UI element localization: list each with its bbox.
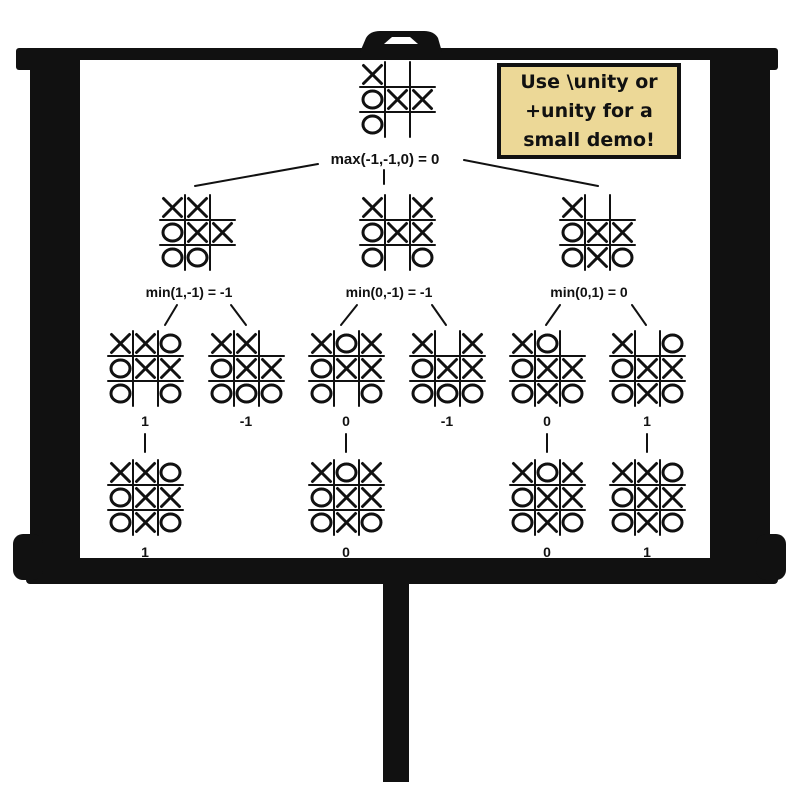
final-value-3: 0 (543, 544, 551, 560)
level1-board-2 (359, 194, 436, 271)
level1-board-3 (559, 194, 636, 271)
min-eval-label-2: min(0,-1) = -1 (346, 284, 433, 300)
demo-note: Use \unity or +unity for a small demo! (497, 63, 681, 159)
note-line-1: Use \unity or (520, 70, 658, 93)
level3-board-1 (107, 459, 184, 536)
edge-l1-l2-1 (164, 304, 178, 326)
level2-board-5 (509, 330, 586, 407)
root-board (359, 61, 436, 138)
edge-l1-l2-3 (340, 304, 358, 326)
edge-l1-l2-2 (230, 304, 247, 326)
note-line-3: small demo! (523, 128, 655, 151)
leaf-value-3: 0 (342, 413, 350, 429)
level3-board-2 (308, 459, 385, 536)
screen-handle-slot (384, 37, 418, 44)
level3-board-3 (509, 459, 586, 536)
level2-board-6 (609, 330, 686, 407)
leaf-value-5: 0 (543, 413, 551, 429)
leaf-value-4: -1 (441, 413, 454, 429)
final-value-2: 0 (342, 544, 350, 560)
leaf-value-2: -1 (240, 413, 253, 429)
level2-board-2 (208, 330, 285, 407)
root-eval-label: max(-1,-1,0) = 0 (331, 151, 440, 168)
min-eval-label-3: min(0,1) = 0 (550, 284, 628, 300)
final-value-1: 1 (141, 544, 149, 560)
screen-right-end-cap (756, 534, 786, 580)
final-value-4: 1 (643, 544, 651, 560)
edge-l1-l2-6 (631, 304, 647, 326)
screen-bottom-bar (26, 558, 778, 584)
leaf-value-6: 1 (643, 413, 651, 429)
edge-root-left (194, 163, 319, 187)
leaf-value-1: 1 (141, 413, 149, 429)
min-eval-label-1: min(1,-1) = -1 (146, 284, 233, 300)
level2-board-3 (308, 330, 385, 407)
note-line-2: +unity for a (525, 99, 653, 122)
level2-board-1 (107, 330, 184, 407)
edge-l1-l2-5 (545, 304, 561, 326)
edge-root-right (463, 159, 599, 187)
screen-left-end-cap (13, 534, 43, 580)
screen-stand-pole (383, 560, 409, 782)
level1-board-1 (159, 194, 236, 271)
edge-l1-l2-4 (431, 304, 447, 326)
level2-board-4 (409, 330, 486, 407)
level3-board-4 (609, 459, 686, 536)
